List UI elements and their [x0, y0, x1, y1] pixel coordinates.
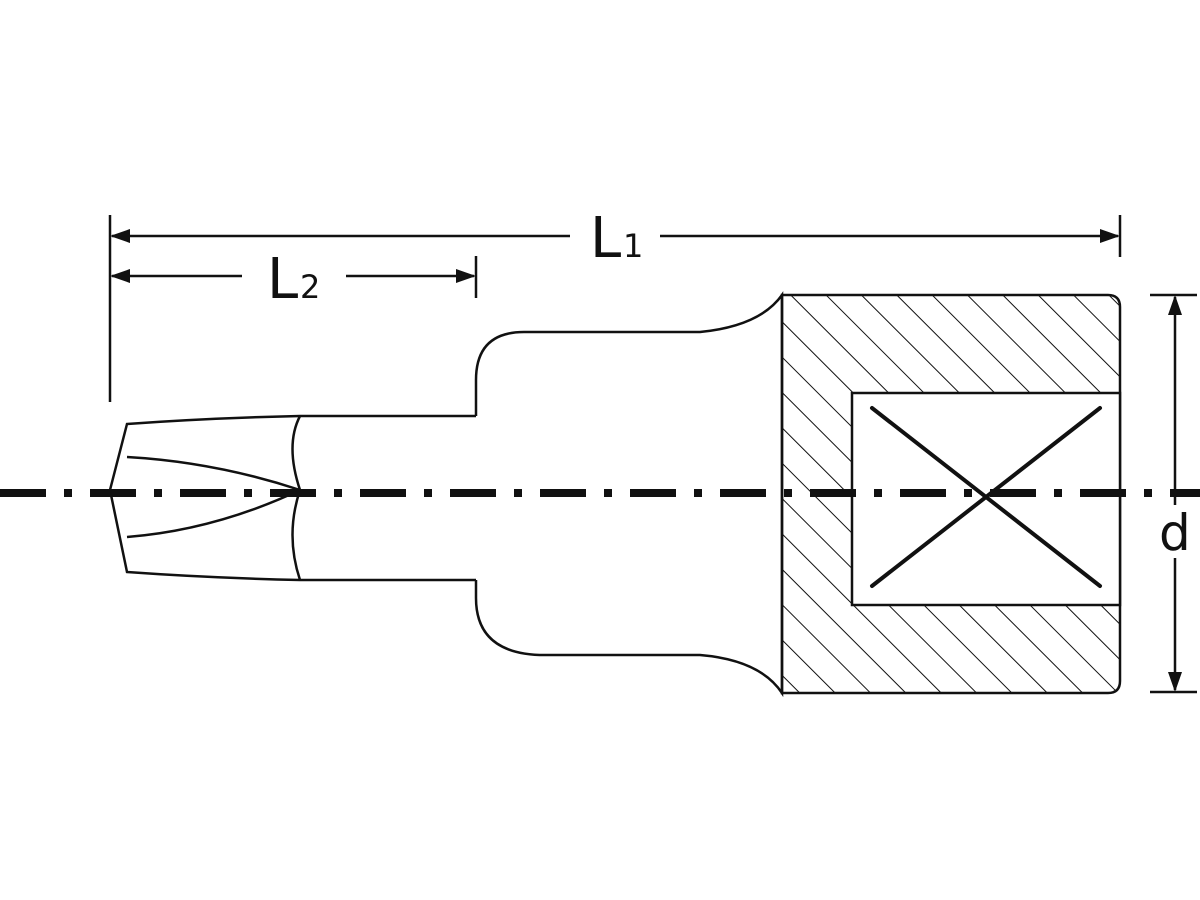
d-letter: d — [1159, 504, 1191, 562]
l2-letter: L — [267, 247, 298, 312]
arrowhead-icon — [1168, 295, 1182, 315]
arrowhead-icon — [110, 229, 130, 243]
dimension-l1: L 1 — [110, 206, 1120, 271]
socket-outline — [780, 293, 1122, 695]
cavity-cross — [870, 406, 1102, 588]
arrowhead-icon — [1168, 672, 1182, 692]
dimension-d: d — [1159, 295, 1191, 692]
arrowhead-icon — [110, 269, 130, 283]
l1-subscript: 1 — [623, 227, 643, 265]
arrowhead-icon — [456, 269, 476, 283]
torx-bit — [108, 414, 476, 582]
dimension-l2: L 2 — [110, 247, 476, 312]
arrowhead-icon — [1100, 229, 1120, 243]
l2-subscript: 2 — [300, 268, 320, 306]
l1-letter: L — [590, 206, 621, 271]
